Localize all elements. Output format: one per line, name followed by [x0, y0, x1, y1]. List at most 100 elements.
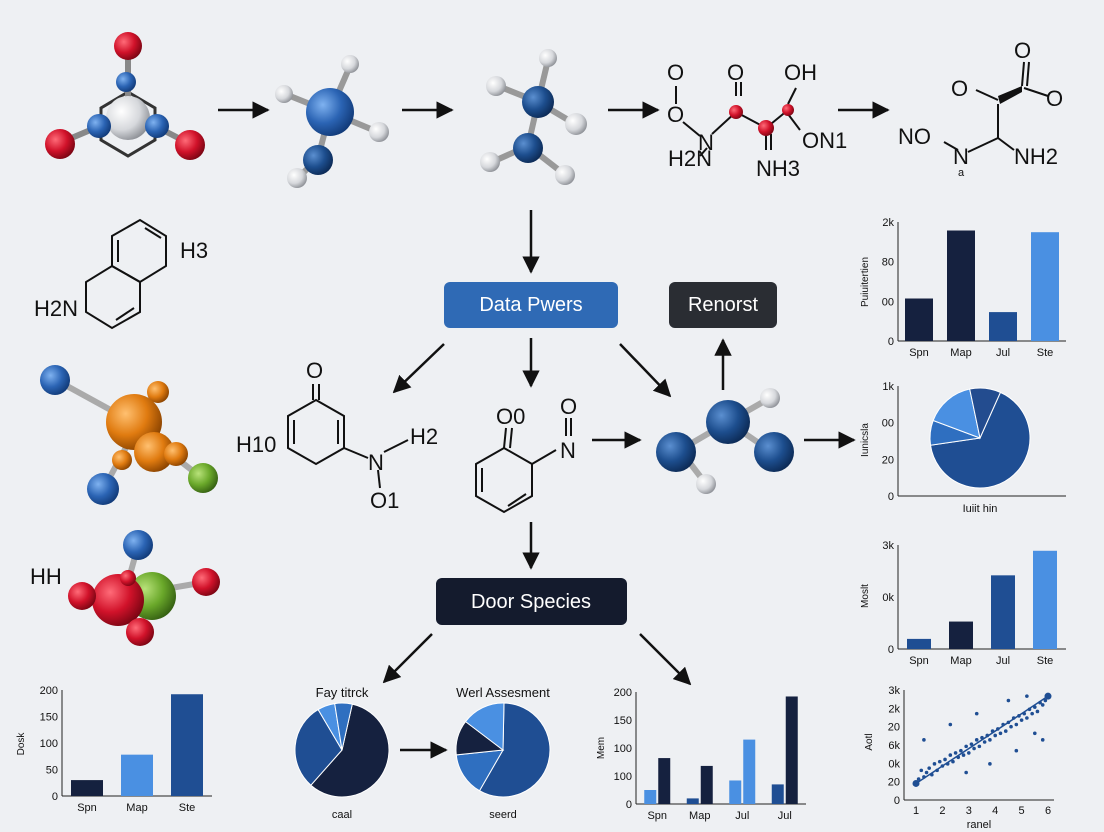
- data-powers-box[interactable]: [444, 282, 618, 328]
- y-tick-label: 200: [614, 687, 632, 699]
- pie-caption: seerd: [489, 809, 517, 821]
- m4-label-o1: O: [667, 60, 684, 85]
- scatter-point: [990, 729, 995, 733]
- y-tick-label: 100: [614, 743, 632, 755]
- scatter-point: [1030, 711, 1034, 716]
- m5-label-a: a: [958, 167, 965, 179]
- c2-label-n: N: [560, 438, 576, 463]
- scatter-point: [945, 762, 950, 766]
- m4-label-nh3: NH3: [756, 156, 800, 181]
- y-axis-label: Moslt: [860, 584, 871, 608]
- molecule-3-ballstick: [480, 49, 587, 185]
- bar: [949, 621, 973, 649]
- scatter-point: [924, 770, 929, 775]
- scatter-point: [964, 744, 968, 749]
- m5-label-o1: O: [951, 76, 968, 101]
- door-species-box[interactable]: [436, 578, 627, 625]
- y-tick-label: 6k: [888, 740, 900, 752]
- y-tick-label: 50: [46, 765, 58, 777]
- center-structure-1: O H10 N H2 O1: [236, 358, 438, 513]
- data-powers-label: Data Pwers: [479, 294, 582, 316]
- scatter-point: [1019, 718, 1024, 722]
- pie-slice: [310, 703, 390, 798]
- pie-slice: [478, 702, 551, 798]
- bar: [1031, 232, 1059, 341]
- bar: [700, 765, 713, 804]
- scatter-point: [922, 738, 926, 742]
- left-molecule-red-green: HH: [30, 530, 220, 646]
- scatter-point: [974, 738, 979, 742]
- bar: [743, 739, 756, 804]
- trend-endpoint: [912, 779, 920, 787]
- scatter-point: [1025, 694, 1029, 698]
- scatter-point: [1006, 720, 1011, 725]
- scatter-point: [988, 762, 992, 766]
- scatter-point: [951, 759, 955, 764]
- scatter-point: [996, 727, 1000, 731]
- bar: [771, 784, 784, 804]
- c2-label-o: O: [560, 394, 577, 419]
- x-tick-label: 4: [992, 805, 998, 817]
- x-tick-label: Spn: [909, 655, 929, 667]
- scatter-point: [948, 722, 953, 727]
- y-tick-label: 20: [888, 777, 900, 789]
- x-tick-label: Map: [689, 810, 710, 822]
- x-tick-label: 2: [939, 805, 945, 817]
- bar: [121, 754, 153, 796]
- x-tick-label: Ste: [1037, 347, 1054, 359]
- bar: [991, 575, 1015, 649]
- y-tick-label: 100: [40, 738, 58, 750]
- x-tick-label: Spn: [909, 347, 929, 359]
- y-tick-label: 0: [888, 644, 894, 656]
- x-axis-label: Iuiit hin: [963, 503, 998, 515]
- scatter-point: [1011, 716, 1016, 720]
- scatter-point: [1025, 716, 1029, 720]
- y-tick-label: 0k: [888, 758, 900, 770]
- report-box[interactable]: [669, 282, 777, 328]
- scatter-point: [1001, 722, 1005, 727]
- arrow-species-right: [639, 633, 692, 686]
- m4-label-oh: OH: [784, 60, 817, 85]
- m5-label-n: N: [953, 144, 969, 169]
- report-label: Renorst: [688, 294, 758, 316]
- y-tick-label: 0: [626, 799, 632, 811]
- bar: [907, 638, 931, 649]
- bar: [729, 780, 742, 804]
- scatter-point: [937, 759, 942, 764]
- scatter-point: [930, 772, 934, 777]
- y-tick-label: 100: [614, 771, 632, 783]
- arrow-data-left: [392, 343, 445, 394]
- left1-label-h3: H3: [180, 238, 208, 263]
- x-tick-label: Jul: [778, 810, 792, 822]
- m4-label-h2n: H2N: [668, 146, 712, 171]
- y-tick-label: 3k: [882, 540, 894, 552]
- pie-slice: [294, 708, 343, 786]
- y-tick-label: 2k: [882, 217, 894, 229]
- bar: [905, 298, 933, 341]
- y-tick-label: 0: [888, 336, 894, 348]
- scatter-point: [948, 753, 953, 757]
- y-axis-label: Mem: [596, 737, 607, 759]
- pie-slice: [932, 388, 981, 439]
- x-tick-label: Ste: [1037, 655, 1054, 667]
- scatter-point: [940, 764, 945, 768]
- m4-label-on1: ON1: [802, 128, 847, 153]
- scatter-point: [998, 731, 1003, 736]
- pie-slice: [464, 702, 505, 751]
- c1-label-n: N: [368, 450, 384, 475]
- bar: [686, 798, 699, 804]
- bar: [785, 696, 798, 804]
- y-axis-label: Puiuitertien: [860, 257, 871, 307]
- scatter-point: [961, 753, 966, 757]
- scatter-point: [1006, 698, 1011, 703]
- scatter-point: [993, 733, 997, 738]
- left-molecule-orange: [40, 365, 218, 505]
- trend-endpoint: [1044, 692, 1052, 700]
- scatter-point: [1035, 709, 1040, 714]
- left1-label-h2n: H2N: [34, 296, 78, 321]
- scatter-point: [982, 740, 987, 744]
- x-tick-label: Map: [950, 347, 971, 359]
